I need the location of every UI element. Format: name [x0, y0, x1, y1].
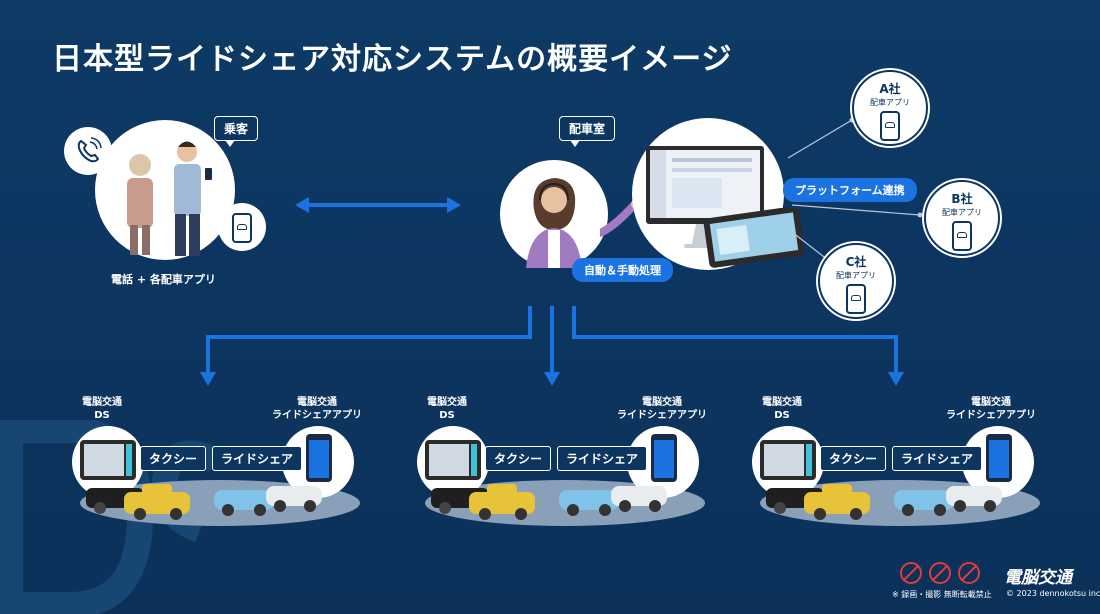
company-c-circle: C社 配車アプリ — [818, 243, 894, 319]
passengers-illustration — [127, 141, 212, 256]
phone-icon — [77, 137, 102, 163]
tablet-illustration — [703, 208, 805, 268]
ds-tablet-icon — [760, 440, 816, 480]
rideshare-phone-icon — [306, 434, 332, 482]
no-phone-icon — [958, 562, 980, 584]
smartphone-car-icon — [880, 111, 900, 141]
passenger-label: 乗客 — [214, 116, 259, 147]
company-a-app: 配車アプリ — [870, 98, 910, 107]
cars-illustration — [766, 484, 1002, 520]
recording-prohibited-note: ※ 録画・撮影 無断転載禁止 — [892, 590, 992, 599]
platform-integration-pill: プラットフォーム連携 — [783, 178, 917, 202]
smartphone-car-icon — [232, 213, 252, 243]
company-c-app: 配車アプリ — [836, 271, 876, 280]
no-recording-icons — [900, 562, 980, 584]
phone-call-bubble — [64, 127, 112, 175]
rideshare-tag: ライドシェア — [892, 446, 983, 471]
cars-illustration — [431, 484, 667, 520]
distribution-arrows — [200, 306, 904, 386]
taxi-tag: タクシー — [820, 446, 887, 471]
smartphone-car-icon — [952, 221, 972, 251]
company-logo: 電脳交通 — [1004, 568, 1072, 588]
bidirectional-arrow-icon — [295, 197, 461, 213]
dispatch-label: 配車室 — [559, 116, 616, 147]
ds-tablet-circle — [417, 426, 489, 498]
rideshare-app-label: 電脳交通ライドシェアアプリ — [272, 397, 362, 421]
copyright: © 2023 dennokotsu inc. — [1006, 589, 1100, 598]
cars-illustration — [86, 484, 322, 520]
rideshare-app-label: 電脳交通ライドシェアアプリ — [946, 397, 1036, 421]
rideshare-phone-icon — [651, 434, 677, 482]
rideshare-tag: ライドシェア — [212, 446, 303, 471]
auto-manual-processing-pill: 自動＆手動処理 — [572, 258, 673, 282]
operator-circle — [500, 160, 608, 268]
ds-tablet-icon — [80, 440, 136, 480]
company-a-name: A社 — [879, 82, 901, 96]
passenger-circle — [95, 120, 235, 260]
page-title: 日本型ライドシェア対応システムの概要イメージ — [52, 42, 733, 77]
ds-tablet-icon — [425, 440, 481, 480]
smartphone-car-icon — [846, 284, 866, 314]
passenger-caption: 電話 + 各配車アプリ — [111, 273, 216, 286]
company-c-name: C社 — [845, 255, 867, 269]
operator-illustration — [526, 178, 582, 268]
ds-tablet-circle — [72, 426, 144, 498]
rideshare-phone-icon — [986, 434, 1012, 482]
rideshare-tag: ライドシェア — [557, 446, 648, 471]
taxi-tag: タクシー — [140, 446, 207, 471]
no-camera-icon — [929, 562, 951, 584]
taxi-tag: タクシー — [485, 446, 552, 471]
no-video-icon — [900, 562, 922, 584]
ds-tablet-circle — [752, 426, 824, 498]
rideshare-app-label: 電脳交通ライドシェアアプリ — [617, 397, 707, 421]
company-b-app: 配車アプリ — [942, 208, 982, 217]
company-b-name: B社 — [951, 192, 973, 206]
company-a-circle: A社 配車アプリ — [852, 70, 928, 146]
company-b-circle: B社 配車アプリ — [924, 180, 1000, 256]
app-bubble — [218, 203, 266, 251]
